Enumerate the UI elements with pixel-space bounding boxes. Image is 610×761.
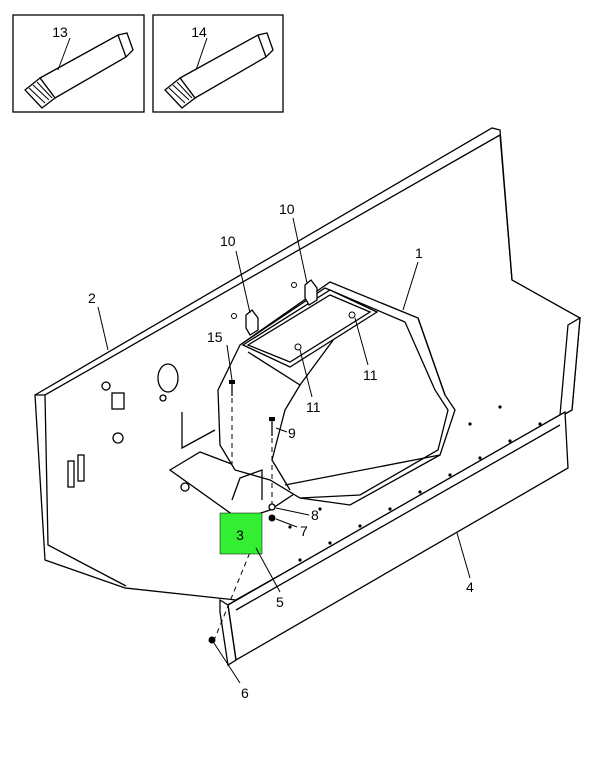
callout-9: 9 — [288, 425, 296, 441]
callout-8: 8 — [311, 507, 319, 523]
callout-7: 7 — [300, 523, 308, 539]
callout-6: 6 — [241, 685, 249, 701]
callout-5: 5 — [276, 594, 284, 610]
callout-13: 13 — [52, 24, 68, 40]
callout-15: 15 — [207, 329, 223, 345]
callout-10: 10 — [279, 201, 295, 217]
callouts: 2 10 10 1 15 11 11 9 8 7 5 4 6 — [88, 201, 474, 701]
callout-14: 14 — [191, 24, 207, 40]
callout-3: 3 — [236, 527, 244, 543]
callout-4: 4 — [466, 579, 474, 595]
inset-box-13[interactable]: 13 — [12, 14, 145, 113]
inset-box-14[interactable]: 14 — [152, 14, 284, 113]
callout-11: 11 — [306, 399, 321, 415]
fasteners — [208, 279, 318, 644]
tank-housing — [217, 281, 456, 506]
highlight-item-3[interactable]: 3 — [219, 512, 263, 555]
callout-1: 1 — [415, 245, 423, 261]
callout-10: 10 — [220, 233, 236, 249]
sealant-tube-icon — [164, 32, 274, 109]
callout-11: 11 — [363, 367, 378, 383]
leader-lines — [97, 217, 471, 684]
callout-2: 2 — [88, 290, 96, 306]
sealant-tube-icon — [24, 32, 134, 109]
